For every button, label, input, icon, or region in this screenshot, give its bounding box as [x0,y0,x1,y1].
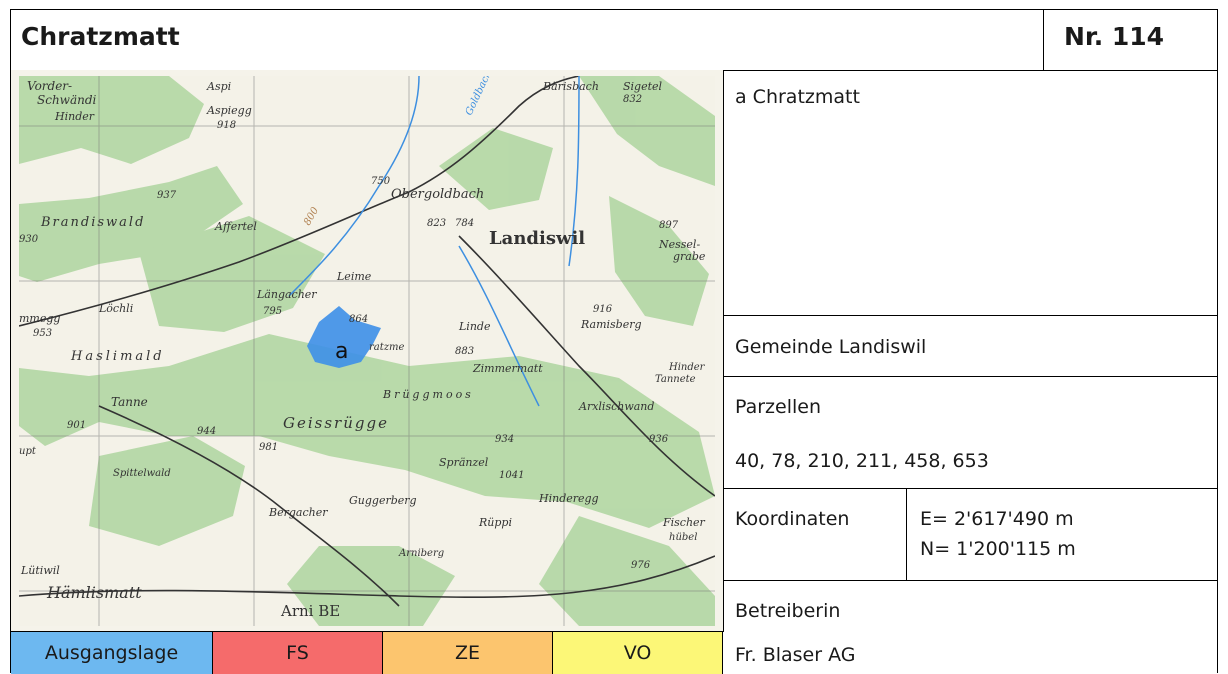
legend-ze: ZE [383,632,553,674]
svg-text:Aspi: Aspi [206,80,231,93]
svg-text:936: 936 [649,434,669,445]
svg-text:Schwändi: Schwändi [37,93,97,107]
svg-text:934: 934 [495,434,514,445]
divider [724,488,1217,489]
svg-text:937: 937 [157,190,177,201]
municipality: Gemeinde Landiswil [735,336,927,358]
grid-lines [19,76,715,626]
roads [19,76,715,607]
svg-text:944: 944 [197,426,216,437]
svg-text:918: 918 [217,120,236,131]
svg-text:Guggerberg: Guggerberg [349,494,417,507]
svg-text:Hämlismatt: Hämlismatt [46,583,142,602]
svg-text:Spränzel: Spränzel [439,456,489,469]
svg-text:Arxlischwand: Arxlischwand [578,400,654,413]
operator-value: Fr. Blaser AG [735,644,856,666]
svg-text:Bergacher: Bergacher [268,506,328,519]
svg-text:Lütiwil: Lütiwil [20,564,60,577]
svg-text:981: 981 [259,442,278,453]
svg-text:upt: upt [19,446,37,457]
svg-text:Fischer: Fischer [662,516,706,529]
parcels-label: Parzellen [735,396,822,418]
divider [724,376,1217,377]
forest-areas [19,76,715,626]
svg-text:Affertel: Affertel [214,220,257,233]
svg-text:Spittelwald: Spittelwald [113,468,171,479]
location-name: a Chratzmatt [735,86,860,108]
svg-text:883: 883 [455,346,474,357]
svg-text:Landiswil: Landiswil [489,228,585,249]
divider [724,580,1217,581]
svg-text:Hinder: Hinder [54,110,95,123]
svg-text:Ramisberg: Ramisberg [580,318,642,331]
svg-text:Nessel-: Nessel- [658,238,700,251]
svg-text:795: 795 [263,306,282,317]
svg-text:Tannete: Tannete [655,374,696,385]
svg-text:Sigetel: Sigetel [623,80,663,93]
svg-text:832: 832 [623,94,642,105]
svg-text:864: 864 [349,314,368,325]
svg-text:897: 897 [659,220,679,231]
svg-text:Linde: Linde [458,320,491,333]
svg-text:784: 784 [455,218,474,229]
streams [288,76,580,407]
site-area-a [307,306,381,368]
svg-text:Vorder-: Vorder- [27,79,72,93]
svg-text:Leime: Leime [336,270,372,283]
svg-text:1041: 1041 [499,470,524,481]
svg-text:Bärisbach: Bärisbach [542,80,599,93]
svg-text:Brandiswald: Brandiswald [40,215,145,230]
svg-text:Rüppi: Rüppi [478,516,512,529]
status-legend: Ausgangslage FS ZE VO [11,632,723,674]
svg-text:Obergoldbach: Obergoldbach [391,187,484,202]
svg-text:grabe: grabe [673,250,706,263]
legend-fs: FS [213,632,383,674]
svg-text:Hinder: Hinder [668,362,706,373]
legend-vo: VO [553,632,723,674]
details-panel: a Chratzmatt Gemeinde Landiswil Parzelle… [724,70,1217,674]
operator-label: Betreiberin [735,600,841,622]
svg-text:930: 930 [19,234,39,245]
svg-text:Brüggmoos: Brüggmoos [382,388,474,401]
svg-text:Arniberg: Arniberg [398,548,444,559]
svg-text:750: 750 [371,176,391,187]
map-labels: Vorder- Schwändi Hinder Aspi Aspiegg 918… [19,76,706,620]
svg-text:ratzme: ratzme [369,342,405,353]
site-title: Chratzmatt [21,22,180,51]
svg-text:Zimmermatt: Zimmermatt [472,362,543,375]
coordinate-e: E= 2'617'490 m [920,508,1074,530]
svg-text:Haslimald: Haslimald [70,349,165,364]
svg-text:mmegg: mmegg [19,312,60,325]
parcels-value: 40, 78, 210, 211, 458, 653 [735,450,989,472]
site-marker-label: a [335,339,348,364]
svg-text:976: 976 [631,560,651,571]
legend-ausgangslage: Ausgangslage [11,632,213,674]
svg-text:916: 916 [593,304,613,315]
site-sheet: Chratzmatt Nr. 114 [10,9,1218,674]
svg-text:Aspiegg: Aspiegg [206,104,252,117]
svg-text:Längacher: Längacher [256,288,317,301]
site-number-box: Nr. 114 [1043,10,1218,70]
topographic-map[interactable]: Vorder- Schwändi Hinder Aspi Aspiegg 918… [11,70,724,632]
map-drawing: Vorder- Schwändi Hinder Aspi Aspiegg 918… [19,76,715,626]
svg-text:Tanne: Tanne [111,395,148,409]
site-number: Nr. 114 [1064,22,1165,51]
svg-text:Löchli: Löchli [98,302,133,315]
svg-text:hübel: hübel [669,532,697,543]
coordinates-label: Koordinaten [735,508,850,530]
svg-text:Hinderegg: Hinderegg [538,492,599,505]
svg-text:Arni BE: Arni BE [280,602,340,620]
map-frame [11,70,724,632]
svg-text:823: 823 [427,218,446,229]
svg-text:Geissrügge: Geissrügge [283,414,389,432]
svg-text:901: 901 [67,420,86,431]
coordinate-n: N= 1'200'115 m [920,538,1076,560]
header-row: Chratzmatt Nr. 114 [11,10,1217,71]
svg-text:953: 953 [33,328,52,339]
coordinates-divider [906,488,907,580]
divider [724,315,1217,316]
